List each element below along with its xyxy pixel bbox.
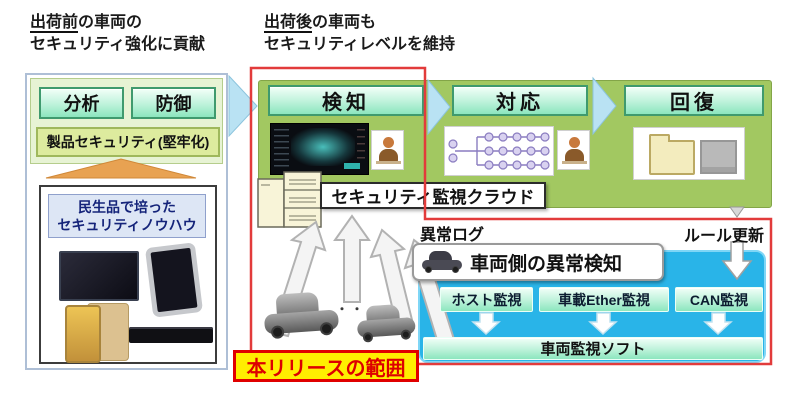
header-pre-shipment: 出荷前の車両の セキュリティ強化に貢献 (30, 12, 255, 56)
vehicle-1-icon (263, 290, 340, 340)
knowhow-label: 民生品で培った セキュリティノウハウ (48, 194, 206, 238)
anomaly-log-label: 異常ログ (420, 227, 485, 244)
operator-icon (557, 130, 590, 170)
security-dashboard-screenshot (270, 123, 369, 175)
release-scope-label: 本リリースの範囲 (233, 350, 419, 382)
header-pre-line2: セキュリティ強化に貢献 (30, 36, 206, 53)
car-icon-wheel (425, 266, 433, 273)
dashboard-world-map (291, 128, 355, 166)
ether-monitor-box: 車載Ether監視 (539, 287, 669, 312)
chevron-left-to-cloud-icon (228, 74, 258, 138)
analysis-box: 分析 (39, 87, 124, 119)
vehicle-1-wheel2 (319, 321, 334, 336)
dashboard-side-lines (357, 129, 365, 162)
tablet-icon (144, 242, 204, 318)
operator-head (569, 137, 580, 148)
header-post-line1: 出荷後の車両も (264, 12, 499, 34)
header-pre-line1: 出荷前の車両の (30, 12, 255, 34)
backup-image-icon (700, 140, 737, 174)
car-icon (422, 251, 462, 273)
attack-tree-diagram (444, 126, 554, 176)
log-server-icon (257, 171, 322, 228)
security-monitoring-cloud-label: セキュリティ監視クラウド (320, 182, 546, 209)
knowhow-line1: 民生品で培った (78, 199, 176, 215)
defense-box: 防御 (131, 87, 216, 119)
host-monitor-box: ホスト監視 (440, 287, 533, 312)
upload-arrow-2 (333, 214, 371, 303)
vehicle-2-icon (356, 303, 416, 343)
header-post-line2: セキュリティレベルを維持 (264, 36, 456, 53)
vehicle-anomaly-title: 車両側の異常検知 (470, 253, 623, 275)
pre-shipment-panel: 分析 防御 製品セキュリティ(堅牢化) 民生品で培った セキュリティノウハウ (25, 73, 228, 370)
header-post-keyword: 出荷後 (264, 14, 313, 33)
analyst-icon (371, 130, 404, 170)
consumer-knowhow-box: 民生品で培った セキュリティノウハウ (39, 185, 217, 364)
tv-icon (59, 251, 139, 301)
product-security-box: 製品セキュリティ(堅牢化) (36, 127, 220, 157)
vehicle-monitor-software-bar: 車両監視ソフト (423, 337, 763, 360)
recover-box-title: 回復 (624, 85, 764, 116)
analyst-head (383, 137, 394, 148)
rule-update-stub-arrow (729, 206, 745, 218)
vehicle-1-wheel (270, 325, 285, 340)
attack-tree-svg (448, 132, 550, 170)
product-security-group: 分析 防御 製品セキュリティ(堅牢化) (30, 78, 223, 164)
vehicle-2-wheel2 (400, 329, 412, 340)
vehicle-anomaly-detection-label: 車両側の異常検知 (412, 243, 664, 281)
recover-content-box (633, 127, 745, 180)
dashboard-button (344, 163, 360, 169)
can-monitor-box: CAN監視 (675, 287, 763, 312)
respond-box: 対応 (452, 85, 588, 116)
folder-icon (649, 134, 695, 175)
header-pre-rest: の車両の (78, 14, 143, 31)
header-post-rest: の車両も (312, 14, 377, 31)
detect-box: 検知 (268, 85, 424, 116)
smartphone-icon (65, 305, 101, 363)
analyst-desk (376, 161, 401, 164)
car-icon-wheel2 (451, 266, 459, 273)
recorder-icon (129, 327, 213, 343)
dashboard-text-lines (274, 129, 289, 169)
vehicle-2-wheel (362, 331, 373, 343)
header-pre-keyword: 出荷前 (30, 14, 79, 33)
knowhow-line2: セキュリティノウハウ (57, 217, 197, 233)
header-post-shipment: 出荷後の車両も セキュリティレベルを維持 (264, 12, 499, 56)
rule-update-label: ルール更新 (684, 228, 765, 245)
operator-desk (562, 161, 587, 164)
